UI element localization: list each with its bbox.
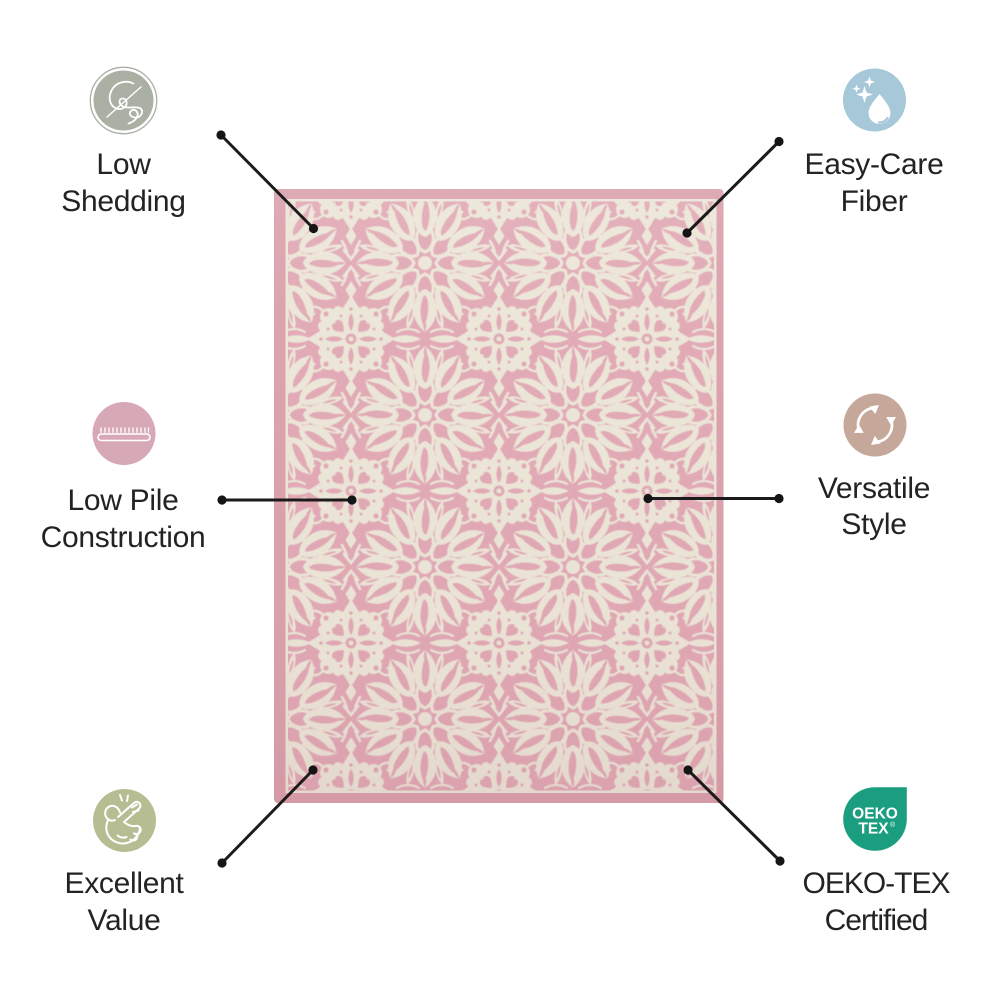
svg-text:®: ® — [890, 821, 896, 829]
svg-text:TEX: TEX — [858, 821, 889, 838]
svg-text:OEKO: OEKO — [852, 806, 898, 823]
